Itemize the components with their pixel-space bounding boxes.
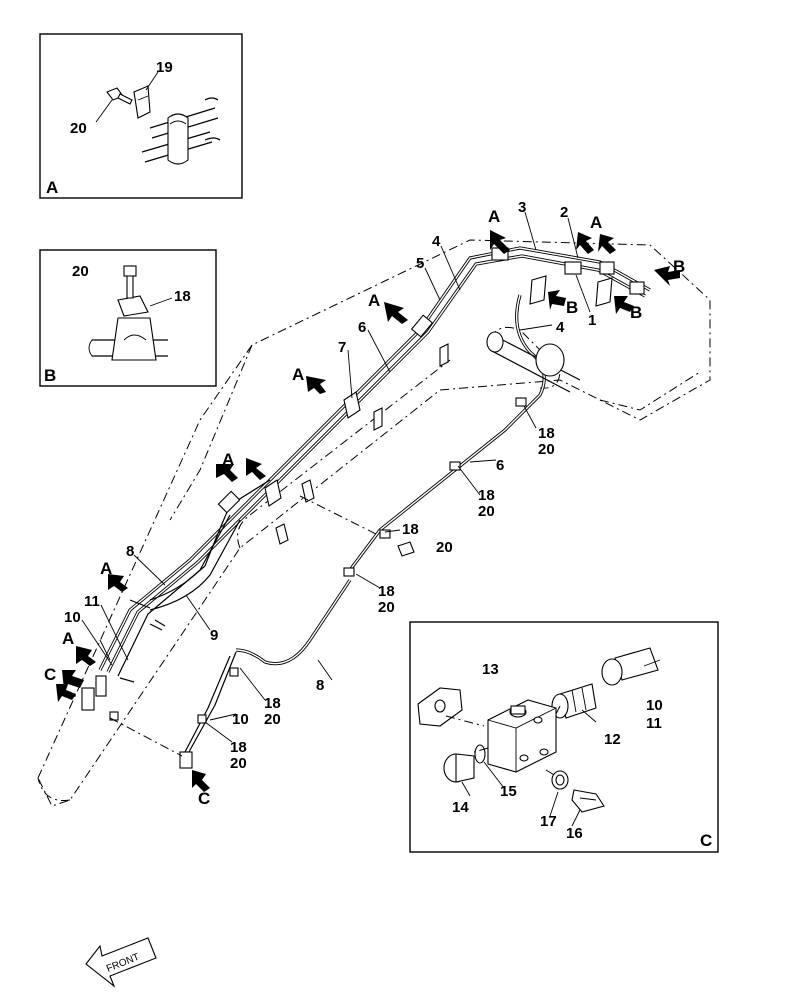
detail-b-letter: B xyxy=(44,366,56,385)
arm-end-fittings xyxy=(81,599,166,721)
callout-20-d: 20 xyxy=(378,599,395,616)
boom-callouts: 3 2 4 5 1 4 6 7 6 8 9 11 10 8 10 18 20 1… xyxy=(64,199,596,772)
detail-c-callout-12: 12 xyxy=(604,731,621,748)
callout-1: 1 xyxy=(588,312,596,329)
view-arrow-a-7 xyxy=(246,458,266,480)
view-letter-a-6: A xyxy=(100,559,112,578)
callout-20-c: 20 xyxy=(436,539,453,556)
callout-18-f: 18 xyxy=(230,739,247,756)
view-letter-b-1: B xyxy=(673,257,685,276)
callout-18-e: 18 xyxy=(264,695,281,712)
view-letter-c-2: C xyxy=(198,789,210,808)
detail-b-callout-20: 20 xyxy=(72,263,89,280)
detail-a-callout-19: 19 xyxy=(156,59,173,76)
callout-4-lower: 4 xyxy=(556,319,565,336)
callout-20-f: 20 xyxy=(230,755,247,772)
view-arrow-a-8 xyxy=(108,574,128,592)
detail-c-letter: C xyxy=(700,831,712,850)
view-letter-a-7: A xyxy=(62,629,74,648)
view-arrow-c-2 xyxy=(56,684,76,702)
view-arrow-c-3 xyxy=(192,770,210,792)
view-letter-b-3: B xyxy=(630,303,642,322)
view-arrow-b-2 xyxy=(548,290,566,310)
view-letter-a-2: A xyxy=(590,213,602,232)
callout-10-upper: 10 xyxy=(64,609,81,626)
callout-18-d: 18 xyxy=(378,583,395,600)
lower-hose-8 xyxy=(179,579,352,769)
callout-18-a: 18 xyxy=(538,425,555,442)
view-arrow-a-9 xyxy=(76,646,96,666)
detail-c-callout-10: 10 xyxy=(646,697,663,714)
callout-9: 9 xyxy=(210,627,218,644)
detail-c-callout-11: 11 xyxy=(646,715,662,732)
view-arrows: A A A A A A A B B B C C xyxy=(44,207,685,808)
callout-11: 11 xyxy=(84,593,100,610)
pipe-4-to-cylinder xyxy=(343,294,581,577)
view-arrow-a-5 xyxy=(306,376,326,394)
callout-4-upper: 4 xyxy=(432,233,441,250)
view-letter-a-3: A xyxy=(368,291,380,310)
callout-20-e: 20 xyxy=(264,711,281,728)
callout-18-b: 18 xyxy=(478,487,495,504)
callout-6-upper: 6 xyxy=(358,319,366,336)
view-letter-a-1: A xyxy=(488,207,500,226)
callout-20-a: 20 xyxy=(538,441,555,458)
callout-3: 3 xyxy=(518,199,526,216)
upper-pipe-bundle xyxy=(98,246,651,677)
callout-18-c: 18 xyxy=(402,521,419,538)
view-letter-a-5: A xyxy=(222,450,234,469)
detail-c-callout-16: 16 xyxy=(566,825,583,842)
callout-7: 7 xyxy=(338,339,346,356)
detail-a-letter: A xyxy=(46,178,58,197)
callout-8-lower: 8 xyxy=(316,677,324,694)
callout-8-upper: 8 xyxy=(126,543,134,560)
callout-5: 5 xyxy=(416,255,424,272)
view-arrow-c-1 xyxy=(62,670,84,690)
detail-a-callout-20: 20 xyxy=(70,120,87,137)
view-arrow-b-1 xyxy=(654,266,680,286)
view-letter-c-1: C xyxy=(44,665,56,684)
detail-b-panel: 20 18 B xyxy=(39,249,217,387)
detail-b-callout-18: 18 xyxy=(174,288,191,305)
callout-20-b: 20 xyxy=(478,503,495,520)
view-arrow-a-3 xyxy=(598,234,616,254)
view-arrow-a-1 xyxy=(490,230,510,254)
view-arrow-b-3 xyxy=(614,296,634,314)
view-arrow-a-6 xyxy=(216,464,238,482)
view-letter-a-4: A xyxy=(292,365,304,384)
callout-2: 2 xyxy=(560,204,568,221)
detail-c-callout-14: 14 xyxy=(452,799,469,816)
detail-c-callout-13: 13 xyxy=(482,661,499,678)
view-arrow-a-4 xyxy=(384,302,408,324)
detail-c-panel: 13 12 10 11 14 15 17 16 C xyxy=(409,621,719,853)
view-arrow-a-2 xyxy=(576,232,594,254)
detail-c-callout-17: 17 xyxy=(540,813,557,830)
detail-c-callout-15: 15 xyxy=(500,783,517,800)
detail-a-panel: 19 20 A xyxy=(39,33,243,199)
view-letter-b-2: B xyxy=(566,298,578,317)
callout-6-lower: 6 xyxy=(496,457,504,474)
leader-lines xyxy=(81,211,591,757)
callout-10-lower: 10 xyxy=(232,711,249,728)
front-direction-arrow: FRONT xyxy=(85,937,157,988)
